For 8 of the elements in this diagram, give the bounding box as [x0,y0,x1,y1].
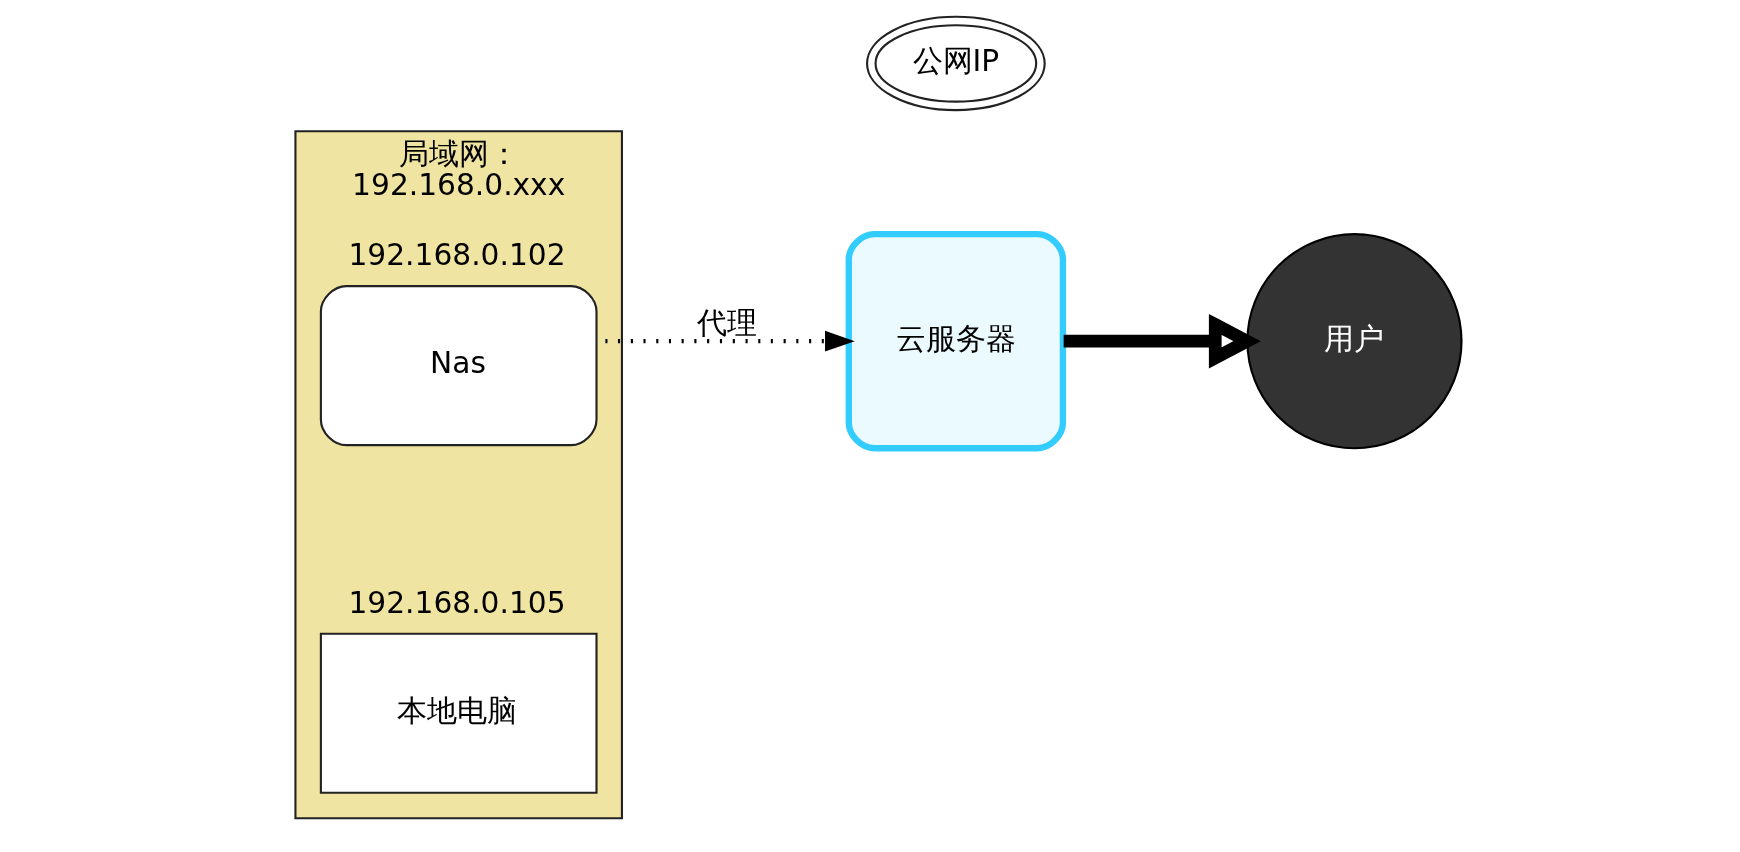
node-label: 192.168.0.102 [348,237,566,273]
arrow [1063,313,1261,369]
arrow [605,330,855,352]
node-ellipse: 公网IP [866,15,1046,112]
edge-label: 代理 [696,305,757,341]
node-label: 192.168.0.105 [348,585,566,620]
node-circle: 用户 [1246,233,1463,450]
node-box: 云服务器 [845,230,1067,452]
